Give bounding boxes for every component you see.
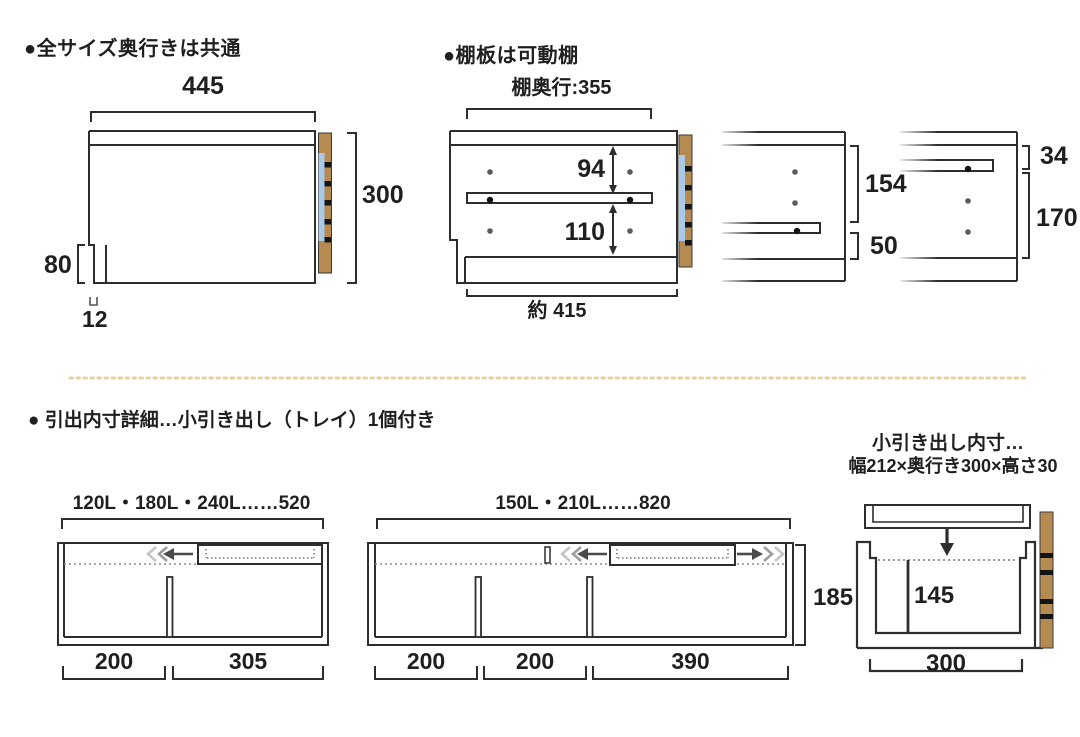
drawer-outline bbox=[57, 542, 329, 646]
dim-200-bracket bbox=[62, 666, 166, 680]
drawer-inner-walls bbox=[374, 543, 787, 638]
dim-200b-bracket bbox=[483, 666, 587, 680]
tray-heading-line2: 幅212×奥行き300×高さ30 bbox=[848, 456, 1058, 476]
dim-gap-94: 94 bbox=[577, 155, 605, 183]
compartment-divider bbox=[166, 576, 174, 638]
dim-alt1-154: 154 bbox=[865, 170, 907, 198]
dim-shelf-depth-355: 棚奥行:355 bbox=[511, 77, 612, 99]
drawer-cross-section bbox=[855, 540, 1043, 650]
bottom-board-line bbox=[464, 256, 677, 283]
dim-185-bracket bbox=[795, 544, 806, 646]
width-445-bracket bbox=[90, 111, 316, 122]
drawer-b-drawing bbox=[367, 518, 806, 680]
sliding-tray bbox=[197, 544, 323, 565]
dim-50-bracket bbox=[850, 232, 859, 260]
drawer-a-dim-200: 200 bbox=[94, 648, 134, 674]
tray-slide-left-arrow bbox=[560, 546, 607, 562]
drawer-b-size-label: 150L・210L……820 bbox=[495, 493, 671, 514]
drawer-b-dim-390: 390 bbox=[671, 648, 710, 674]
dim-thickness-12: 12 bbox=[82, 306, 108, 332]
compartment-divider bbox=[586, 576, 594, 638]
section-shelf-heading: ●棚板は可動棚 bbox=[443, 45, 579, 67]
shelf-board bbox=[466, 192, 653, 204]
tray-inner-dotted bbox=[205, 549, 315, 559]
base-80-bracket bbox=[77, 244, 85, 284]
tray-heading-line1: 小引き出し内寸… bbox=[871, 433, 1024, 454]
dim-300-bracket bbox=[868, 659, 1024, 673]
drawer-b-dim-185: 185 bbox=[813, 584, 854, 611]
tray-inner-dotted bbox=[616, 549, 729, 559]
insert-down-arrow bbox=[940, 529, 954, 556]
tray-dim-145: 145 bbox=[914, 582, 955, 609]
shelf-pin-holes bbox=[487, 169, 633, 234]
side-rail-groove bbox=[679, 155, 685, 241]
partial-cabinet-lines bbox=[722, 131, 846, 282]
shelf-support-dot bbox=[793, 227, 801, 235]
side-rail-slots bbox=[685, 166, 692, 246]
shelf-pin-holes bbox=[965, 198, 971, 235]
cabinet-depth-drawing bbox=[77, 111, 357, 306]
height-300-bracket bbox=[347, 132, 357, 284]
fade-mask bbox=[716, 126, 758, 288]
dim-alt2-170: 170 bbox=[1036, 204, 1078, 232]
dim-154-bracket bbox=[850, 145, 859, 223]
drawer-a-size-label: 120L・180L・240L……520 bbox=[72, 493, 311, 514]
side-rail-groove bbox=[318, 153, 325, 241]
shelf-board bbox=[900, 159, 994, 172]
dim-170-bracket bbox=[1022, 172, 1030, 259]
tray-slide-left-arrow bbox=[146, 546, 193, 562]
shelf-board bbox=[722, 222, 821, 234]
gap-110-arrow bbox=[609, 204, 617, 255]
tray-detail-drawing bbox=[855, 504, 1054, 673]
dim-gap-110: 110 bbox=[564, 218, 605, 246]
tray-dim-300: 300 bbox=[925, 650, 967, 677]
drawer-a-drawing bbox=[57, 518, 329, 680]
width-520-bracket bbox=[61, 518, 324, 529]
cabinet-outline bbox=[88, 130, 316, 284]
dim-34-bracket bbox=[1022, 145, 1030, 170]
shelf-support-dots bbox=[486, 196, 634, 204]
tray-profile-inner bbox=[872, 506, 1024, 523]
partial-cabinet-lines bbox=[900, 131, 1018, 282]
cabinet-outline bbox=[449, 130, 678, 284]
tray-slide-right-arrow bbox=[737, 546, 785, 562]
side-rail-wood bbox=[1039, 511, 1054, 649]
dim-200a-bracket bbox=[374, 666, 478, 680]
fade-mask bbox=[896, 126, 938, 288]
dim-height-300: 300 bbox=[362, 181, 404, 209]
section-depth-heading: ●全サイズ奥行きは共通 bbox=[24, 38, 241, 60]
dim-alt1-50: 50 bbox=[870, 232, 898, 260]
shelf-position-high-drawing bbox=[896, 126, 1030, 288]
dim-alt2-34: 34 bbox=[1040, 142, 1068, 170]
dim-305-bracket bbox=[172, 666, 324, 680]
shelf-pin-holes bbox=[792, 169, 798, 206]
tray-stop-mark bbox=[544, 546, 551, 564]
thickness-12-tick bbox=[89, 297, 98, 306]
width-820-bracket bbox=[376, 518, 791, 529]
tray-profile bbox=[864, 504, 1031, 529]
shelf-cabinet-drawing bbox=[449, 108, 693, 297]
section-drawers-heading: ● 引出内寸詳細…小引き出し（トレイ）1個付き bbox=[28, 410, 436, 431]
width-415-bracket bbox=[466, 289, 678, 297]
side-rail-slots bbox=[1040, 553, 1053, 619]
side-rail-slots bbox=[324, 162, 331, 243]
dim-390-bracket bbox=[592, 666, 789, 680]
sliding-tray bbox=[609, 544, 736, 566]
shelf-depth-bracket bbox=[466, 108, 652, 119]
gap-94-arrow bbox=[609, 146, 617, 194]
compartment-divider bbox=[474, 576, 482, 638]
drawer-b-dim-200b: 200 bbox=[515, 648, 555, 674]
shelf-support-dot bbox=[964, 165, 972, 173]
drawer-a-dim-305: 305 bbox=[228, 648, 268, 674]
shelf-position-low-drawing bbox=[716, 126, 859, 288]
dim-width-415: 約 415 bbox=[527, 300, 587, 322]
drawer-outline bbox=[367, 542, 794, 646]
drawer-b-dim-200a: 200 bbox=[406, 648, 446, 674]
dim-width-445: 445 bbox=[182, 72, 224, 100]
dim-base-80: 80 bbox=[44, 251, 72, 279]
